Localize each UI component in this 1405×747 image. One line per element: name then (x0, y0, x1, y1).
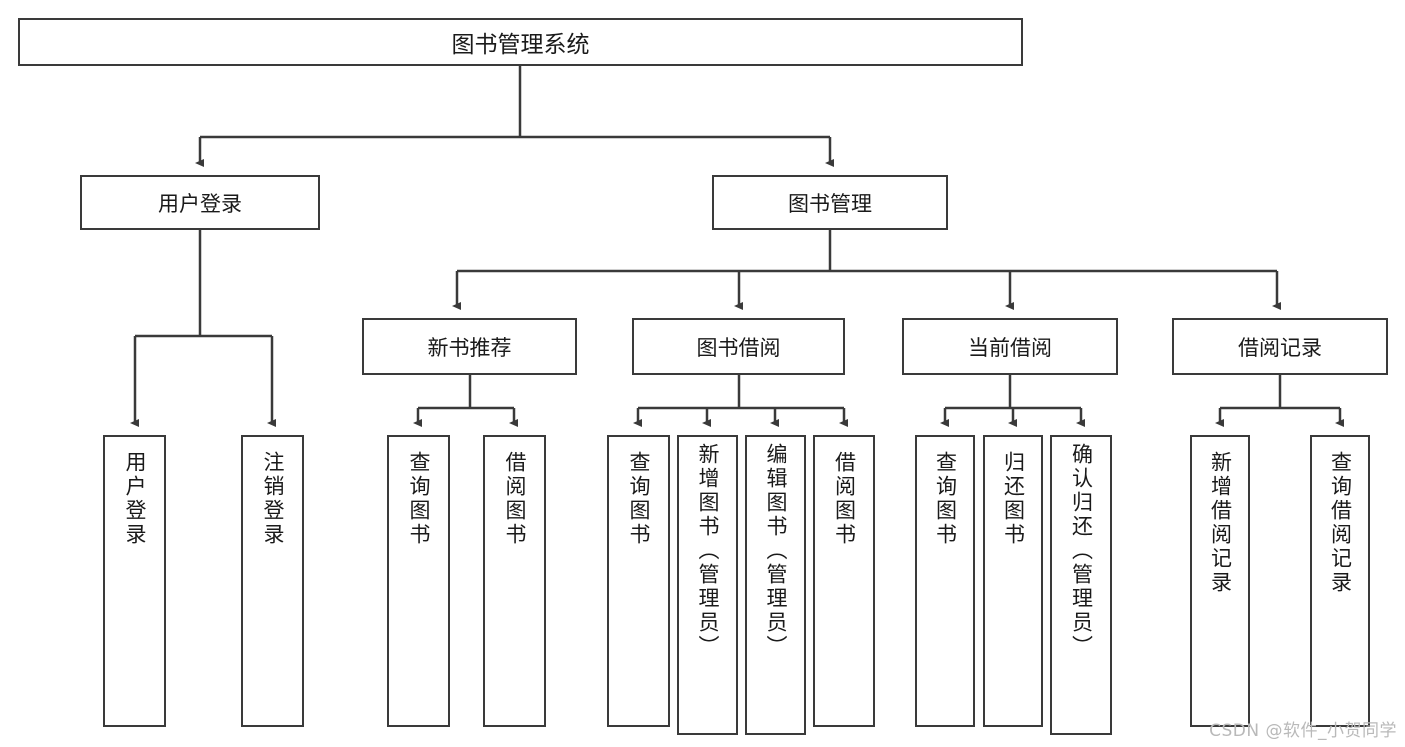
node-label: 确认归还（管理员） (1069, 443, 1094, 659)
node-root-system[interactable]: 图书管理系统 (18, 18, 1023, 66)
node-label: 当前借阅 (968, 335, 1052, 360)
node-label: 编辑图书（管理员） (764, 443, 788, 659)
csdn-watermark: CSDN @软件_小贺同学 (1209, 721, 1397, 741)
node-current-borrowing[interactable]: 当前借阅 (902, 318, 1118, 375)
leaf-borrow-query-book[interactable]: 查询图书 (607, 435, 670, 727)
node-label: 归还图书 (1001, 451, 1026, 547)
leaf-add-book-admin[interactable]: 新增图书（管理员） (677, 435, 738, 735)
leaf-return-book[interactable]: 归还图书 (983, 435, 1043, 727)
node-label: 查询借阅记录 (1328, 451, 1353, 595)
node-label: 查询图书 (933, 451, 958, 547)
leaf-user-login[interactable]: 用户登录 (103, 435, 166, 727)
leaf-rec-borrow-book[interactable]: 借阅图书 (483, 435, 546, 727)
node-label: 借阅图书 (503, 451, 527, 547)
leaf-confirm-return-admin[interactable]: 确认归还（管理员） (1050, 435, 1112, 735)
node-label: 查询图书 (407, 451, 431, 547)
node-label: 新增图书（管理员） (696, 443, 720, 659)
node-label: 新增借阅记录 (1208, 451, 1233, 595)
node-label: 用户登录 (123, 451, 147, 547)
node-label: 查询图书 (627, 451, 651, 547)
node-label: 图书借阅 (696, 335, 781, 360)
leaf-edit-book-admin[interactable]: 编辑图书（管理员） (745, 435, 806, 735)
leaf-add-borrow-record[interactable]: 新增借阅记录 (1190, 435, 1250, 727)
node-label: 注销登录 (261, 451, 285, 547)
leaf-borrow-book[interactable]: 借阅图书 (813, 435, 875, 727)
node-book-borrowing[interactable]: 图书借阅 (632, 318, 845, 375)
node-label: 借阅图书 (832, 451, 857, 547)
node-label: 图书管理系统 (451, 32, 590, 58)
node-label: 图书管理 (788, 191, 872, 216)
leaf-query-borrow-record[interactable]: 查询借阅记录 (1310, 435, 1370, 727)
leaf-current-query-book[interactable]: 查询图书 (915, 435, 975, 727)
node-label: 用户登录 (158, 191, 242, 216)
node-user-login[interactable]: 用户登录 (80, 175, 320, 230)
node-book-management[interactable]: 图书管理 (712, 175, 948, 230)
node-new-book-recommendation[interactable]: 新书推荐 (362, 318, 577, 375)
node-label: 借阅记录 (1238, 335, 1322, 360)
node-borrowing-records[interactable]: 借阅记录 (1172, 318, 1388, 375)
leaf-rec-query-book[interactable]: 查询图书 (387, 435, 450, 727)
leaf-user-logout[interactable]: 注销登录 (241, 435, 304, 727)
node-label: 新书推荐 (427, 335, 512, 360)
